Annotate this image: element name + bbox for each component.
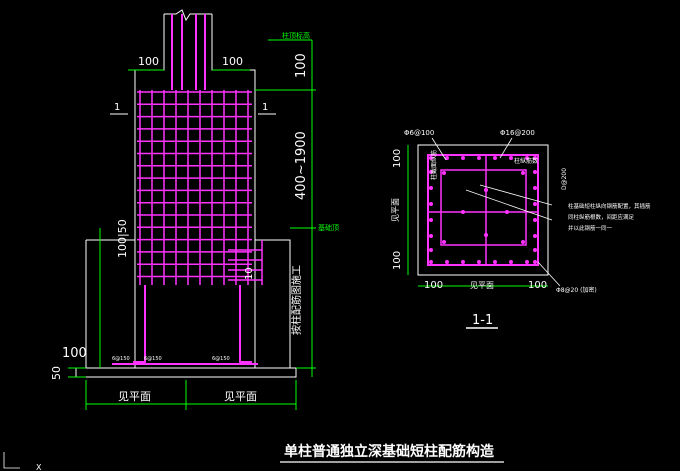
section-bar-dot-31: [442, 240, 446, 244]
section-bars: [429, 156, 537, 264]
leader-bottom-right: [537, 261, 561, 287]
section-bar-dot-20: [533, 186, 537, 190]
leader-top-right: [499, 137, 513, 159]
section-bar-dot-29: [442, 171, 446, 175]
dim-stub-offset-right: 100: [222, 55, 243, 68]
section-bar-dot-33: [461, 210, 465, 214]
sec-side-note-3: 并以此钢筋一同一: [568, 224, 613, 232]
section-bar-dot-11: [509, 156, 513, 160]
dim-bottom-cover: 100: [62, 346, 87, 361]
section-bar-dot-19: [429, 186, 433, 190]
sec-dim-bottom-middle: 见平面: [470, 281, 494, 290]
section-bar-dot-6: [461, 260, 465, 264]
sec-inner-right-note: 柱纵筋数: [514, 157, 538, 165]
section-mark-left: 1: [114, 102, 120, 113]
vertical-note: 按柱配筋图施工: [290, 265, 303, 335]
bar-tag-2: 6@150: [144, 356, 162, 362]
section-bar-dot-7: [477, 156, 481, 160]
leader-top-left: [431, 137, 447, 161]
level-top-label: 柱顶标高: [282, 31, 310, 40]
section-bar-dot-10: [493, 260, 497, 264]
dim-left-extent: 见平面: [118, 390, 151, 403]
section-view: 100 见平面 100 100 100 见平面 Φ6@100 Φ16@200 柱…: [391, 129, 651, 329]
dim-base-thickness: 50: [50, 366, 63, 380]
section-bar-dot-2: [429, 260, 433, 264]
section-bar-dot-4: [445, 260, 449, 264]
section-bar-dot-12: [509, 260, 513, 264]
sec-top-left-note: Φ6@100: [404, 129, 434, 137]
section-bar-dot-13: [525, 156, 529, 160]
break-line: [164, 9, 212, 22]
section-bar-dot-36: [484, 233, 488, 237]
section-name: 1-1: [472, 313, 493, 328]
section-bar-dot-24: [533, 218, 537, 222]
level-ground-label: 基础顶: [318, 223, 339, 232]
section-outline: [417, 144, 549, 276]
bar-tag-3: 6@150: [212, 356, 230, 362]
bottom-leg-left: [133, 285, 146, 363]
outer-stirrup: [427, 154, 539, 266]
section-bar-dot-32: [521, 240, 525, 244]
base-layer: [75, 367, 297, 378]
sec-right-vertical-note: D@200: [561, 168, 568, 190]
section-bar-dot-5: [461, 156, 465, 160]
section-mark-right: 1: [262, 102, 268, 113]
leader-side-2: [465, 189, 553, 221]
sec-inner-left-note: 柱截面纵筋: [430, 150, 438, 180]
rebar-grid: [137, 90, 263, 285]
dim-top-height: 100: [294, 53, 309, 78]
section-bar-dot-28: [533, 248, 537, 252]
section-bar-dot-26: [533, 234, 537, 238]
sec-dim-left-top: 100: [392, 149, 403, 168]
sec-dim-bottom-left: 100: [424, 280, 443, 291]
section-bar-dot-8: [477, 260, 481, 264]
dim-stub-offset-left: 100: [138, 55, 159, 68]
section-bar-dot-9: [493, 156, 497, 160]
dim-lower-height: 100|50: [116, 219, 129, 258]
leader-side-1: [479, 184, 553, 206]
bar-tag-1: 6@150: [112, 356, 130, 362]
section-bar-dot-22: [533, 202, 537, 206]
ucs-icon: [3, 452, 20, 469]
section-bar-dot-23: [429, 218, 433, 222]
section-bar-dot-21: [429, 202, 433, 206]
section-bar-dot-3: [445, 156, 449, 160]
sec-dim-left-bottom: 100: [392, 251, 403, 270]
section-bar-dot-34: [505, 210, 509, 214]
ucs-x-label: X: [36, 463, 42, 471]
sec-side-note-2: 同柱纵筋根数，间距应满足: [568, 213, 635, 221]
section-bar-dot-35: [484, 188, 488, 192]
sec-side-note-1: 柱基础短柱纵向钢筋配置，其插筋: [568, 202, 651, 210]
section-bar-dot-17: [429, 170, 433, 174]
elevation-view: 100 100 100 400~1900 柱顶标高 基础顶 按柱配筋图施工 1 …: [50, 9, 339, 410]
section-bar-dot-14: [525, 260, 529, 264]
section-bar-dot-30: [521, 171, 525, 175]
sec-bottom-right-note: Φ8@20 (加密): [556, 286, 597, 294]
dim-right-extent: 见平面: [224, 390, 257, 403]
dim-middle-height: 400~1900: [294, 131, 309, 200]
section-bar-dot-18: [533, 170, 537, 174]
sec-top-right-note: Φ16@200: [500, 129, 535, 137]
inner-stirrup: [440, 169, 527, 246]
section-bar-dot-25: [429, 234, 433, 238]
stirrup-label: 10: [244, 267, 255, 280]
bottom-leg-right: [239, 285, 252, 363]
sec-left-vertical-note: 见平面: [391, 198, 400, 222]
section-bar-dot-27: [429, 248, 433, 252]
section-bar-dot-1: [429, 156, 433, 160]
sec-dim-bottom-right: 100: [528, 280, 547, 291]
section-bar-dot-15: [533, 156, 537, 160]
drawing-title: 单柱普通独立深基础短柱配筋构造: [284, 443, 494, 460]
section-bar-dot-16: [533, 260, 537, 264]
